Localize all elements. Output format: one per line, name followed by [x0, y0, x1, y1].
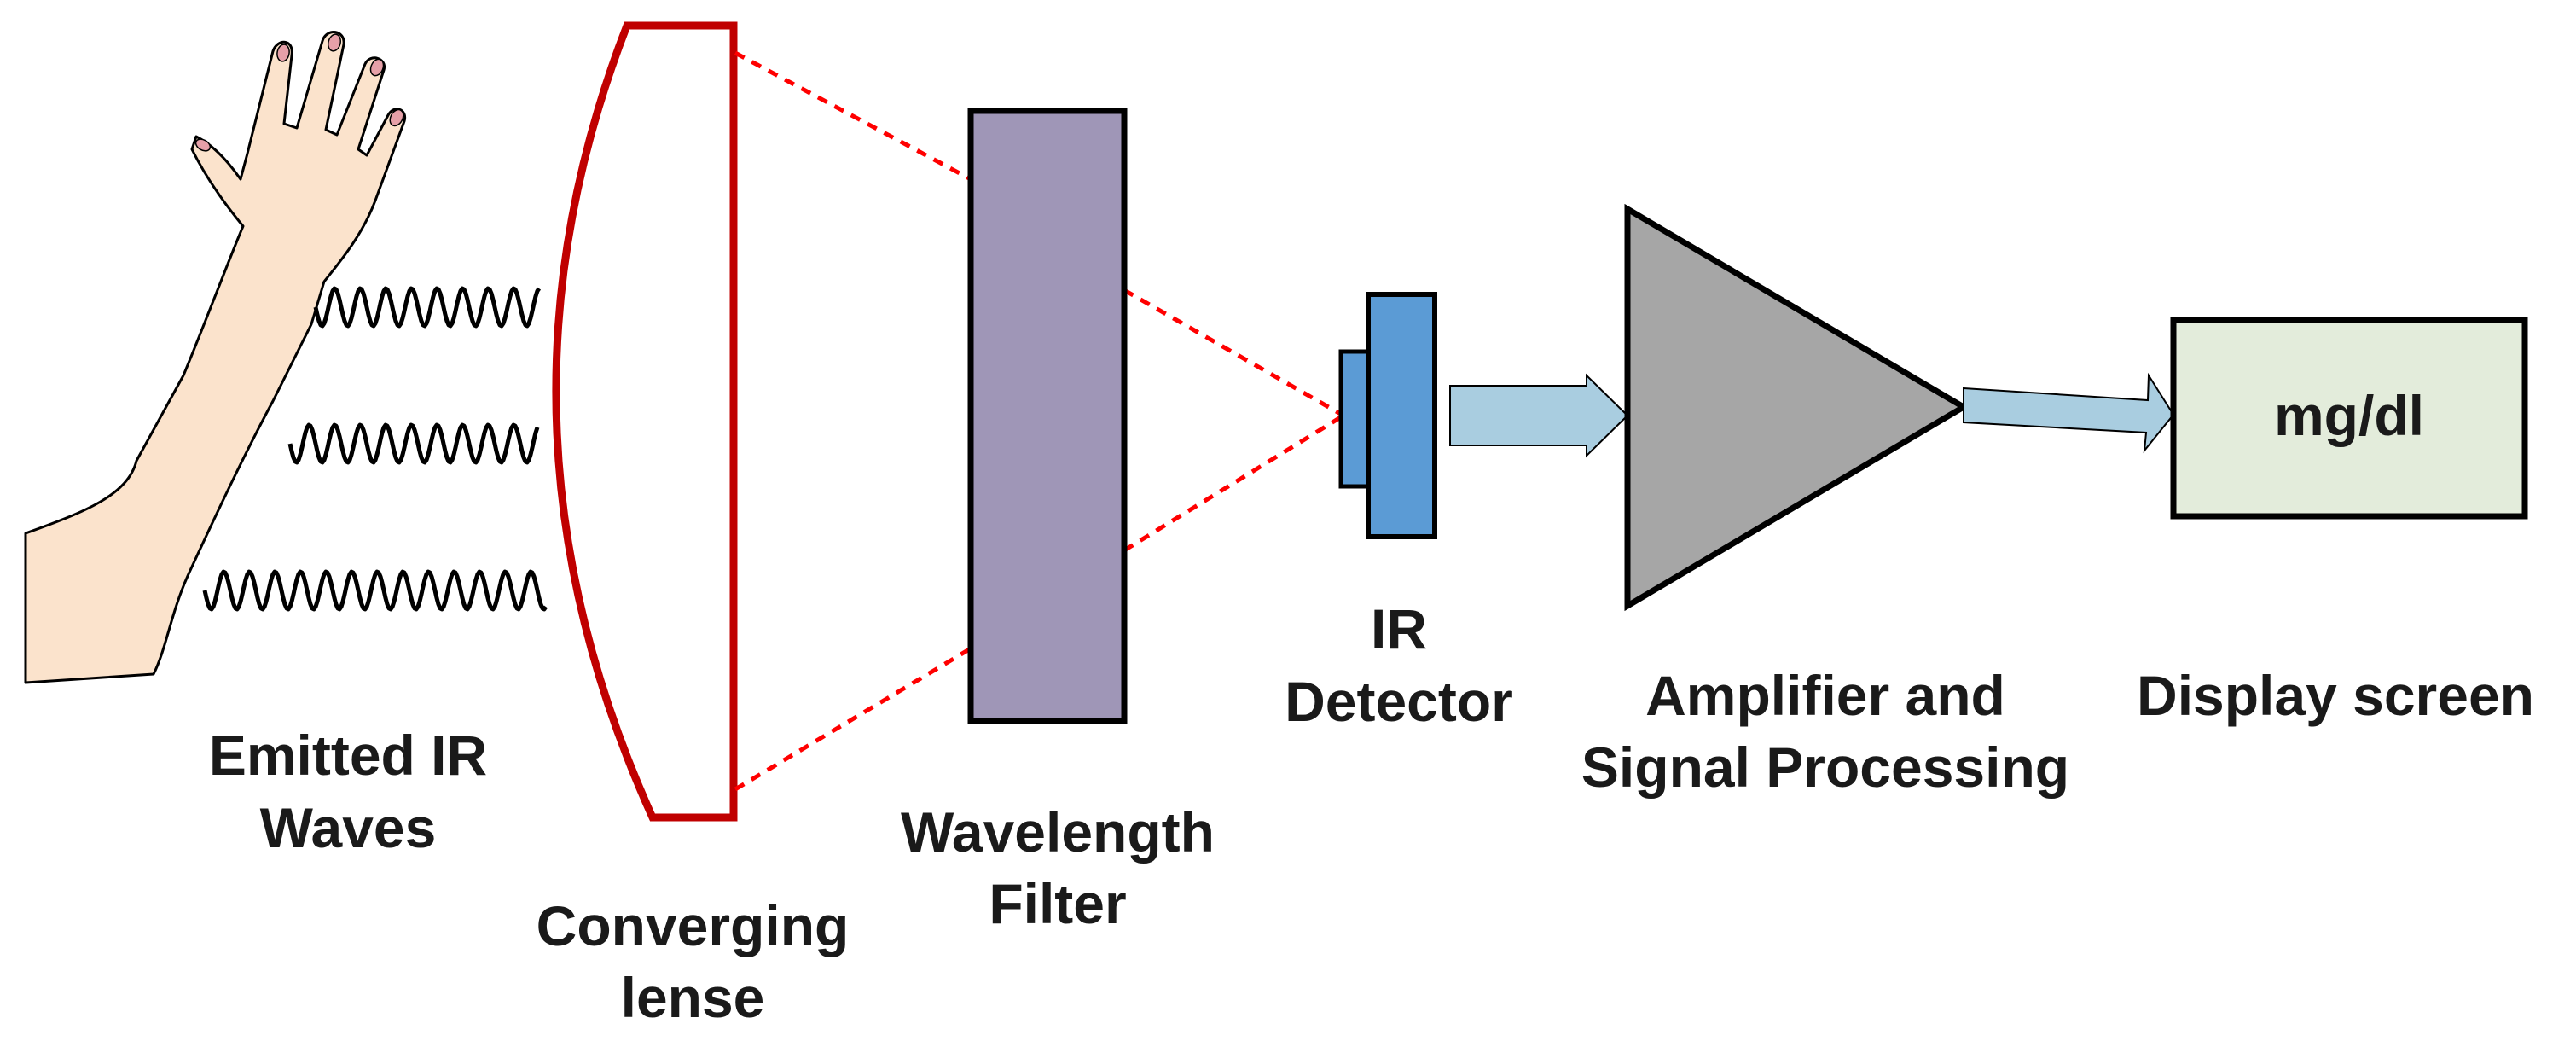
component-labels: Emitted IR Waves Converging lense Wavele… — [209, 597, 2534, 1029]
label-emitted-ir-line1: Emitted IR — [209, 724, 487, 787]
ir-wave-middle — [287, 422, 540, 465]
display-reading-unit: mg/dl — [2274, 384, 2424, 447]
ir-wave-bottom — [202, 569, 548, 612]
label-filter-line1: Wavelength — [901, 800, 1215, 864]
label-detector-line2: Detector — [1285, 670, 1513, 733]
label-amplifier-line2: Signal Processing — [1581, 736, 2069, 799]
arm-and-hand — [24, 31, 407, 684]
ir-detector — [1338, 292, 1437, 539]
beam-upper-filter-to-detector — [1123, 288, 1345, 418]
display-screen-panel — [2170, 317, 2528, 520]
label-emitted-ir-line2: Waves — [260, 796, 437, 859]
fingernails — [194, 33, 404, 152]
label-display-screen: Display screen — [2137, 664, 2534, 727]
ir-wave-top — [313, 286, 542, 329]
label-amplifier-line1: Amplifier and — [1645, 664, 2005, 727]
label-filter-line2: Filter — [989, 872, 1126, 935]
converging-lens — [552, 21, 738, 822]
emitted-ir-waves — [202, 286, 548, 612]
display-screen: mg/dl — [2170, 317, 2528, 520]
label-detector-line1: IR — [1371, 597, 1427, 660]
signal-arrow-to-amplifier — [1449, 373, 1629, 458]
wavelength-filter — [967, 108, 1128, 724]
detector-body — [1366, 292, 1437, 539]
detector-window — [1338, 349, 1372, 489]
amplifier-triangle — [1624, 203, 1970, 612]
focused-light-beams — [734, 50, 1345, 792]
hand-illustration — [24, 31, 407, 684]
beam-upper-lens-to-filter — [734, 50, 972, 182]
label-lens-line1: Converging — [537, 894, 850, 957]
beam-lower-filter-to-detector — [1123, 413, 1345, 553]
beam-lower-lens-to-filter — [734, 646, 972, 792]
signal-arrow-to-display — [1963, 372, 2175, 454]
label-lens-line2: lense — [621, 966, 765, 1029]
